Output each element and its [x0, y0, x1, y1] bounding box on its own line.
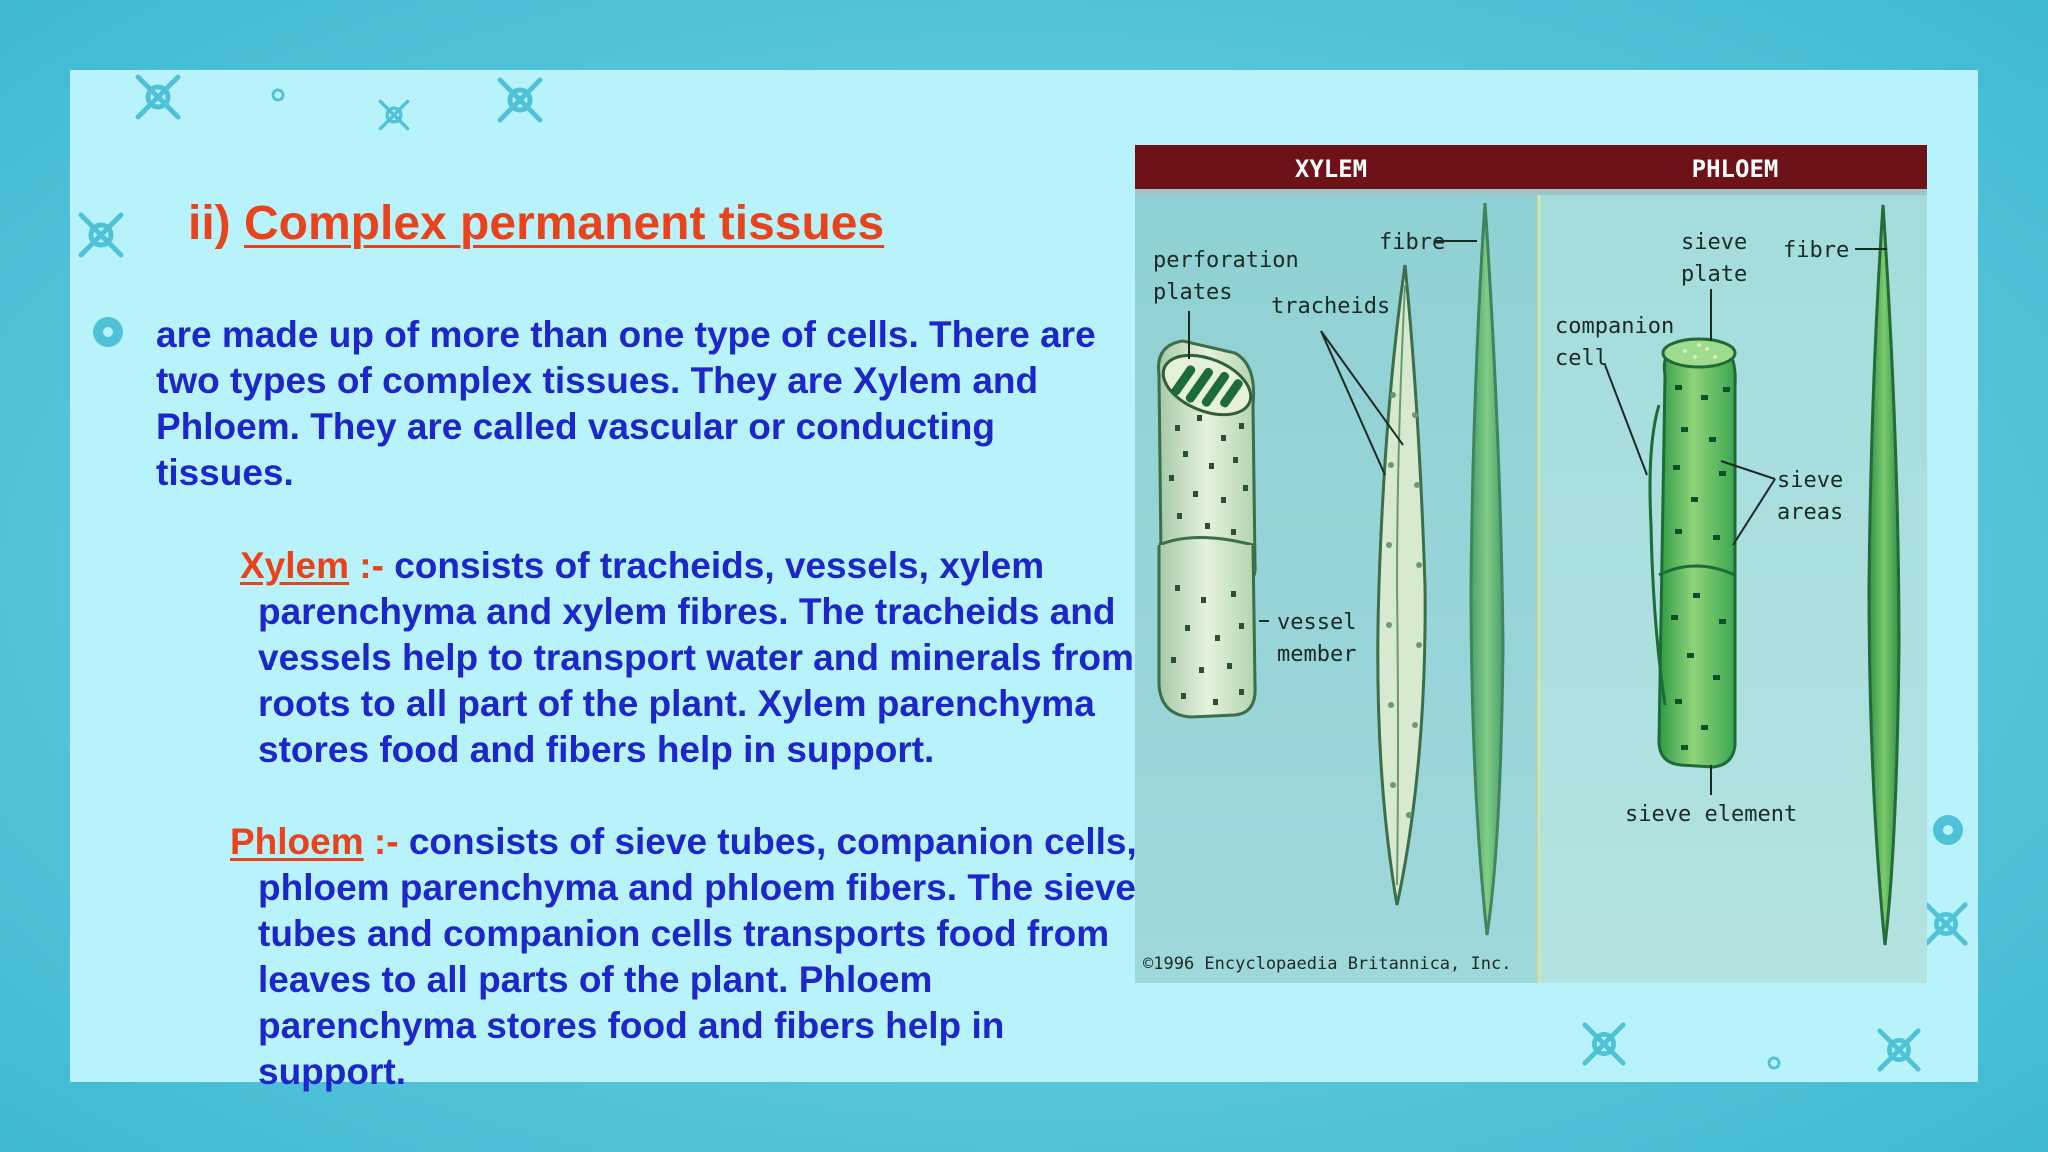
phloem-text: consists of sieve tubes, companion cells… [258, 821, 1137, 1092]
label-fibre-xylem: fibre [1379, 230, 1445, 255]
figure-header-bar [1135, 145, 1927, 189]
label-perforation: perforation [1153, 248, 1299, 273]
sparkle-icon [135, 74, 181, 120]
xylem-text: consists of tracheids, vessels, xylem pa… [258, 545, 1134, 770]
xylem-separator: :- [349, 545, 395, 586]
label-vessel-2: member [1277, 642, 1356, 667]
label-companion-2: cell [1555, 346, 1608, 371]
phloem-term: Phloem [230, 821, 364, 862]
dot-icon [271, 88, 285, 102]
label-sieve-element: sieve element [1625, 802, 1797, 827]
title-main: Complex permanent tissues [244, 197, 885, 250]
label-perforation-2: plates [1153, 280, 1232, 305]
vessel-member-illustration [1157, 339, 1257, 587]
label-fibre-phloem: fibre [1783, 238, 1849, 263]
sparkle-icon [497, 77, 543, 123]
sieve-element-illustration [1648, 337, 1737, 769]
bullet-icon [93, 317, 123, 347]
sparkle-icon [378, 99, 410, 131]
dot-icon [1933, 815, 1963, 845]
title-prefix: ii) [188, 197, 244, 250]
slide-title: ii) Complex permanent tissues [188, 196, 884, 251]
xylem-fibre-illustration [1469, 202, 1505, 936]
label-companion: companion [1555, 314, 1674, 339]
sparkle-icon [1877, 1028, 1921, 1072]
label-sieve-plate: sieve [1681, 230, 1747, 255]
label-sieve-areas-2: areas [1777, 500, 1843, 525]
sparkle-icon [78, 212, 124, 258]
label-sieve-areas: sieve [1777, 468, 1843, 493]
phloem-separator: :- [363, 821, 409, 862]
xylem-paragraph: Xylem :- consists of tracheids, vessels,… [240, 543, 1158, 773]
label-tracheids: tracheids [1271, 294, 1390, 319]
figure-copyright: ©1996 Encyclopaedia Britannica, Inc. [1143, 954, 1511, 974]
xylem-header: XYLEM [1295, 155, 1367, 183]
phloem-paragraph: Phloem :- consists of sieve tubes, compa… [230, 819, 1158, 1095]
sparkle-icon [1582, 1022, 1626, 1066]
phloem-header: PHLOEM [1692, 155, 1779, 183]
sparkle-icon [1924, 902, 1968, 946]
xylem-phloem-figure: XYLEM PHLOEM [1135, 145, 1927, 983]
xylem-term: Xylem [240, 545, 350, 586]
dot-icon [1767, 1056, 1781, 1070]
intro-paragraph: are made up of more than one type of cel… [156, 314, 1096, 493]
label-vessel: vessel [1277, 610, 1356, 635]
label-sieve-plate-2: plate [1681, 262, 1747, 287]
phloem-fibre-illustration [1867, 204, 1901, 946]
